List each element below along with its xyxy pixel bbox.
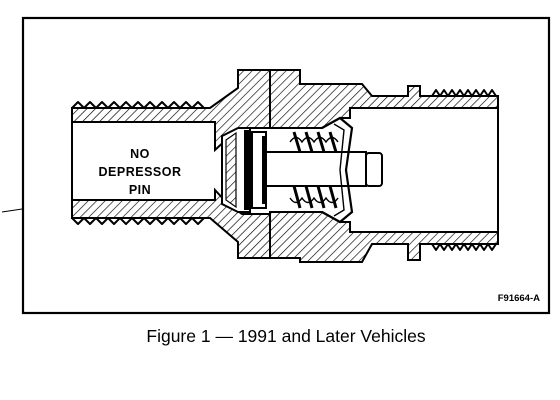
figure-frame	[21, 16, 551, 315]
valve-stem	[265, 151, 367, 187]
valve-spring	[289, 131, 339, 209]
pin-label-line-2: DEPRESSOR	[99, 165, 182, 179]
figure-caption: Figure 1 — 1991 and Later Vehicles	[146, 326, 425, 346]
right-body-upper-wall	[269, 69, 499, 129]
pin-label-line-1: NO	[130, 147, 150, 161]
stem-tip	[365, 152, 383, 187]
edge-tick	[1, 208, 23, 213]
figure-reference-code: F91664-A	[498, 293, 540, 304]
right-body-lower-wall	[269, 211, 499, 263]
poppet-disc	[251, 131, 267, 209]
valve-seat	[221, 127, 251, 213]
pin-label-line-3: PIN	[129, 183, 151, 197]
retainer-inner-line	[333, 123, 345, 217]
